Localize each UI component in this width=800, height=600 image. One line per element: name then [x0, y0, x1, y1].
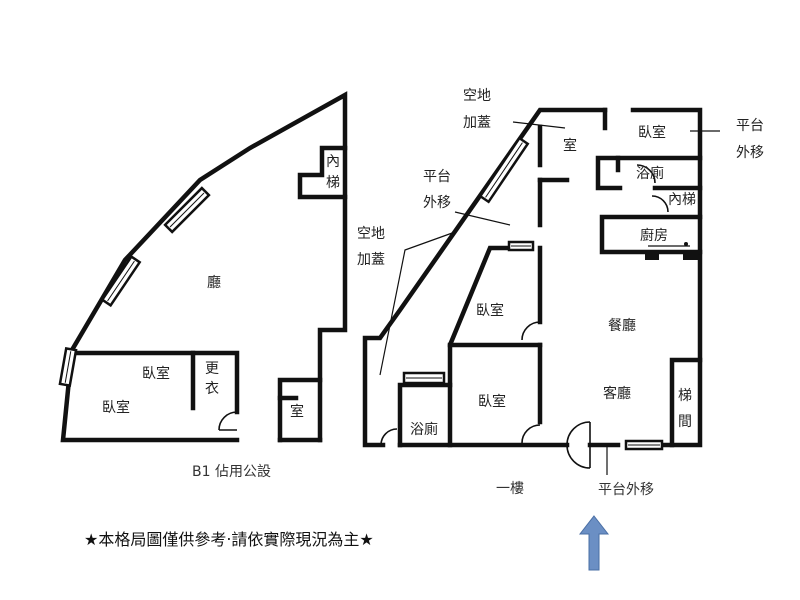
f1-vacant-top-1: 空地 [463, 88, 491, 104]
b1-bedroom-wall [69, 350, 240, 415]
f1-kitchen-label: 廚房 [640, 227, 668, 244]
f1-platform-left-1: 平台 [423, 169, 451, 185]
f1-leader-vacant-left [379, 231, 456, 376]
entrance-arrow-icon [578, 515, 610, 571]
f1-vacant-top-2: 加蓋 [463, 115, 491, 131]
f1-bedroom-low-label: 臥室 [478, 393, 506, 410]
f1-low-bedroom-door [521, 424, 541, 444]
f1-bedroom-mid-label: 臥室 [476, 302, 504, 319]
f1-stair-room-wall [669, 357, 703, 448]
f1-plan: 空地 加蓋 平台 外移 空地 加蓋 平台 外移 室 臥室 浴廁 內梯 廚房 臥室… [357, 88, 764, 498]
f1-dining-label: 餐廳 [608, 317, 636, 334]
f1-mid-bedroom-door [521, 321, 541, 341]
b1-caption: B1 佔用公設 [192, 464, 271, 480]
f1-platform-right-1: 平台 [736, 118, 764, 134]
f1-platform-right-2: 外移 [736, 145, 764, 161]
b1-stair-label-1: 內 [326, 154, 340, 170]
b1-closet-label-2: 衣 [205, 381, 219, 397]
f1-low-bathroom-door [380, 428, 398, 446]
b1-closet-label-1: 更 [205, 361, 219, 377]
f1-vacant-left-1: 空地 [357, 226, 385, 242]
f1-stair-label-2: 間 [678, 414, 692, 430]
f1-platform-left-2: 外移 [423, 195, 451, 211]
f1-outer-wall-top [362, 107, 608, 448]
f1-leader-platform-left [454, 211, 511, 226]
f1-bathroom-top-label: 浴廁 [636, 165, 664, 182]
b1-plan: 廳 臥室 臥室 更 衣 室 內 梯 B1 佔用公設 [58, 91, 348, 480]
f1-living-label: 客廳 [603, 385, 631, 402]
b1-small-room-wall [277, 377, 323, 443]
f1-kitchen-wall [599, 214, 703, 255]
f1-leader-vacant-top [512, 121, 566, 129]
b1-closet-door [218, 411, 238, 431]
f1-bathroom-low-label: 浴廁 [410, 421, 438, 438]
f1-windows [402, 136, 664, 451]
b1-stair-wall [297, 145, 348, 200]
f1-kitchen-counter-b [683, 254, 698, 260]
b1-stair-label-2: 梯 [326, 175, 340, 191]
f1-low-bathroom-wall [397, 382, 453, 448]
f1-kitchen-point [684, 242, 688, 246]
f1-stair-label-1: 梯 [678, 388, 692, 404]
f1-inner-stair-label: 內梯 [668, 192, 696, 208]
f1-top-room-label: 室 [563, 137, 577, 154]
f1-bedroom-top-label: 臥室 [638, 124, 666, 141]
b1-bedroom-b-label: 臥室 [102, 399, 130, 416]
f1-outer-wall-right [627, 107, 703, 448]
f1-stair-door [651, 195, 669, 213]
b1-outer-wall [60, 91, 348, 443]
f1-bottom-platform-label: 平台外移 [598, 482, 654, 498]
b1-windows [58, 186, 211, 388]
f1-vacant-left-2: 加蓋 [357, 252, 385, 268]
f1-entrance-door [566, 421, 591, 469]
f1-bathroom-door [636, 164, 656, 184]
f1-kitchen-counter-a [645, 254, 659, 260]
f1-caption: 一樓 [496, 481, 524, 497]
b1-bedroom-a-label: 臥室 [142, 365, 170, 382]
b1-room-label: 室 [290, 403, 304, 420]
f1-bathroom-wall [595, 155, 703, 191]
disclaimer-text: ★本格局圖僅供參考‧請依實際現況為主★ [84, 530, 374, 549]
b1-hall-label: 廳 [207, 274, 221, 291]
